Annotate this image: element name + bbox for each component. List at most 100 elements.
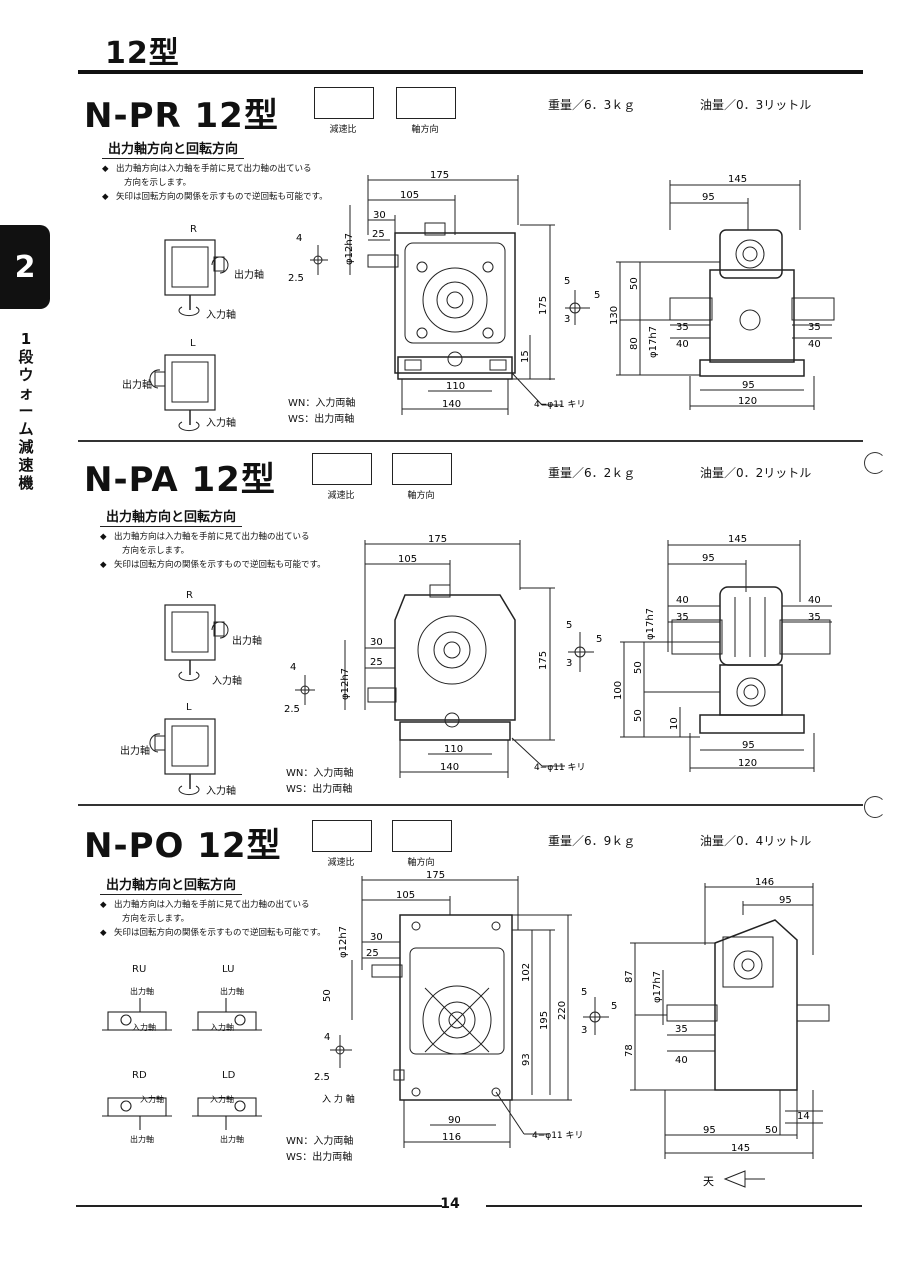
dim-175: 175 xyxy=(430,170,449,181)
notes-npa: ◆ 出力軸方向は入力軸を手前に見て出力軸の出ている 方向を示します。 ◆ 矢印は回転… xyxy=(100,530,350,572)
side-view-npa: 145 95 40 35 40 35 φ17h7 5 5 3 100 50 50… xyxy=(566,534,832,772)
in-shaft-label: 入力軸 xyxy=(210,1023,234,1032)
dim-120: 120 xyxy=(738,758,757,769)
oil-npo: 油量／0．4リットル xyxy=(700,834,812,848)
dim-175: 175 xyxy=(428,534,447,545)
footer-rule-left xyxy=(76,1205,442,1207)
note1-line2: 方向を示します。 xyxy=(122,914,190,924)
in-shaft-label: 入力軸 xyxy=(210,1095,234,1104)
dim-25: 25 xyxy=(366,948,379,959)
dim-195: 195 xyxy=(539,1011,550,1030)
note1-line2: 方向を示します。 xyxy=(122,546,190,556)
hole-callout: 4−φ11 キリ xyxy=(534,763,586,773)
dim-3: 3 xyxy=(566,658,572,669)
gearbox-icon-r xyxy=(164,604,229,682)
top-rule xyxy=(78,70,863,74)
axis-box-npa xyxy=(392,453,452,485)
dim-146: 146 xyxy=(755,877,774,888)
hole-callout: 4−φ11 キリ xyxy=(534,400,586,410)
side-view-npo: 146 95 87 φ17h7 5 5 3 78 35 40 14 95 50 … xyxy=(581,877,830,1188)
wn-label: WN：入力両軸 xyxy=(286,1136,354,1147)
dim-40: 40 xyxy=(676,595,689,606)
bullet: ◆ xyxy=(100,900,107,910)
dim-80: 80 xyxy=(629,337,640,350)
dim-116: 116 xyxy=(442,1132,461,1143)
note1-line1: 出力軸方向は入力軸を手前に見て出力軸の出ている xyxy=(114,900,310,910)
dim-175-vert: 175 xyxy=(538,651,549,670)
dim-95: 95 xyxy=(779,895,792,906)
dim-12h7: φ12h7 xyxy=(340,668,351,700)
dim-30: 30 xyxy=(370,637,383,648)
dim-145: 145 xyxy=(731,1143,750,1154)
dim-95-bottom: 95 xyxy=(742,380,755,391)
side-view-npr: 145 95 5 5 3 50 130 80 φ17h7 35 40 35 40… xyxy=(564,174,835,410)
subheading-npo: 出力軸方向と回転方向 xyxy=(100,874,243,895)
dim-102: 102 xyxy=(521,963,532,982)
gearbox-icon-l xyxy=(149,718,216,796)
ratio-box-label: 減速比 xyxy=(327,858,355,868)
bullet: ◆ xyxy=(100,532,107,542)
ratio-box-npo xyxy=(312,820,372,852)
dim-40: 40 xyxy=(676,339,689,350)
chapter-vertical-label: 1段ウォーム減速機 xyxy=(18,330,34,492)
notes-npr: ◆出力軸方向は入力軸を手前に見て出力軸の出ている 方向を示します。 ◆矢印は回転… xyxy=(102,162,352,204)
weight-npo: 重量／6．9ｋｇ xyxy=(548,834,636,848)
front-view-npa: 175 105 30 25 4 2.5 φ12h7 175 110 140 4−… xyxy=(284,534,586,778)
out-shaft-label: 出力軸 xyxy=(130,1135,154,1144)
dim-25: 25 xyxy=(370,657,383,668)
ratio-box-label: 減速比 xyxy=(327,491,355,501)
in-shaft-label: 入力軸 xyxy=(140,1095,164,1104)
dim-35: 35 xyxy=(675,1024,688,1035)
subheading-npr: 出力軸方向と回転方向 xyxy=(102,138,245,159)
dim-30: 30 xyxy=(373,210,386,221)
note1-line1: 出力軸方向は入力軸を手前に見て出力軸の出ている xyxy=(114,532,310,542)
in-shaft-label: 入力軸 xyxy=(206,310,236,321)
axis-box-label: 軸方向 xyxy=(407,858,435,868)
bullet: ◆ xyxy=(100,928,107,938)
gearbox-icon-l xyxy=(149,354,216,432)
dim-50: 50 xyxy=(322,989,333,1002)
dir-label-rd: RD xyxy=(132,1070,147,1081)
page-title: 12型 xyxy=(105,36,180,71)
dim-105: 105 xyxy=(400,190,419,201)
dim-35: 35 xyxy=(676,322,689,333)
notes-npo: ◆出力軸方向は入力軸を手前に見て出力軸の出ている 方向を示します。 ◆矢印は回転… xyxy=(100,898,350,940)
dim-12h7: φ12h7 xyxy=(344,233,355,265)
po-direction-icons xyxy=(102,998,262,1130)
note2: 矢印は回転方向の関係を示すもので逆回転も可能です。 xyxy=(116,192,328,202)
dim-2-5: 2.5 xyxy=(288,273,304,284)
dim-140: 140 xyxy=(440,762,459,773)
dim-175-vert: 175 xyxy=(538,296,549,315)
ws-label: WS：出力両軸 xyxy=(286,784,353,795)
dim-15: 15 xyxy=(520,350,531,363)
dim-35-right: 35 xyxy=(808,322,821,333)
out-shaft-label: 出力軸 xyxy=(122,380,152,391)
dim-3: 3 xyxy=(564,314,570,325)
out-shaft-label: 出力軸 xyxy=(234,270,264,281)
out-shaft-label: 出力軸 xyxy=(232,636,262,647)
dim-78: 78 xyxy=(624,1044,635,1057)
dim-5: 5 xyxy=(581,987,587,998)
hole-callout: 4−φ11 キリ xyxy=(532,1131,584,1141)
bullet: ◆ xyxy=(102,192,109,202)
dim-10: 10 xyxy=(669,717,680,730)
dim-50-lower: 50 xyxy=(633,709,644,722)
dim-40-right: 40 xyxy=(808,595,821,606)
dim-110: 110 xyxy=(444,744,463,755)
dim-2-5: 2.5 xyxy=(284,704,300,715)
dir-label-l: L xyxy=(190,338,196,349)
note2: 矢印は回転方向の関係を示すもので逆回転も可能です。 xyxy=(114,560,326,570)
model-title-npa: N-PA 12型 xyxy=(84,460,276,500)
wn-label: WN：入力両軸 xyxy=(288,398,356,409)
page-number: 14 xyxy=(440,1196,460,1212)
binder-hole-mark xyxy=(864,796,886,818)
front-view-npo: 175 105 30 25 φ12h7 50 4 2.5 入 力 軸 102 1… xyxy=(314,870,584,1148)
bullet: ◆ xyxy=(102,164,109,174)
wn-label: WN：入力両軸 xyxy=(286,768,354,779)
dim-50: 50 xyxy=(633,661,644,674)
note1-line2: 方向を示します。 xyxy=(124,178,192,188)
dim-100: 100 xyxy=(613,681,624,700)
bullet: ◆ xyxy=(100,560,107,570)
dim-95-bottom: 95 xyxy=(742,740,755,751)
dim-17h7: φ17h7 xyxy=(645,608,656,640)
